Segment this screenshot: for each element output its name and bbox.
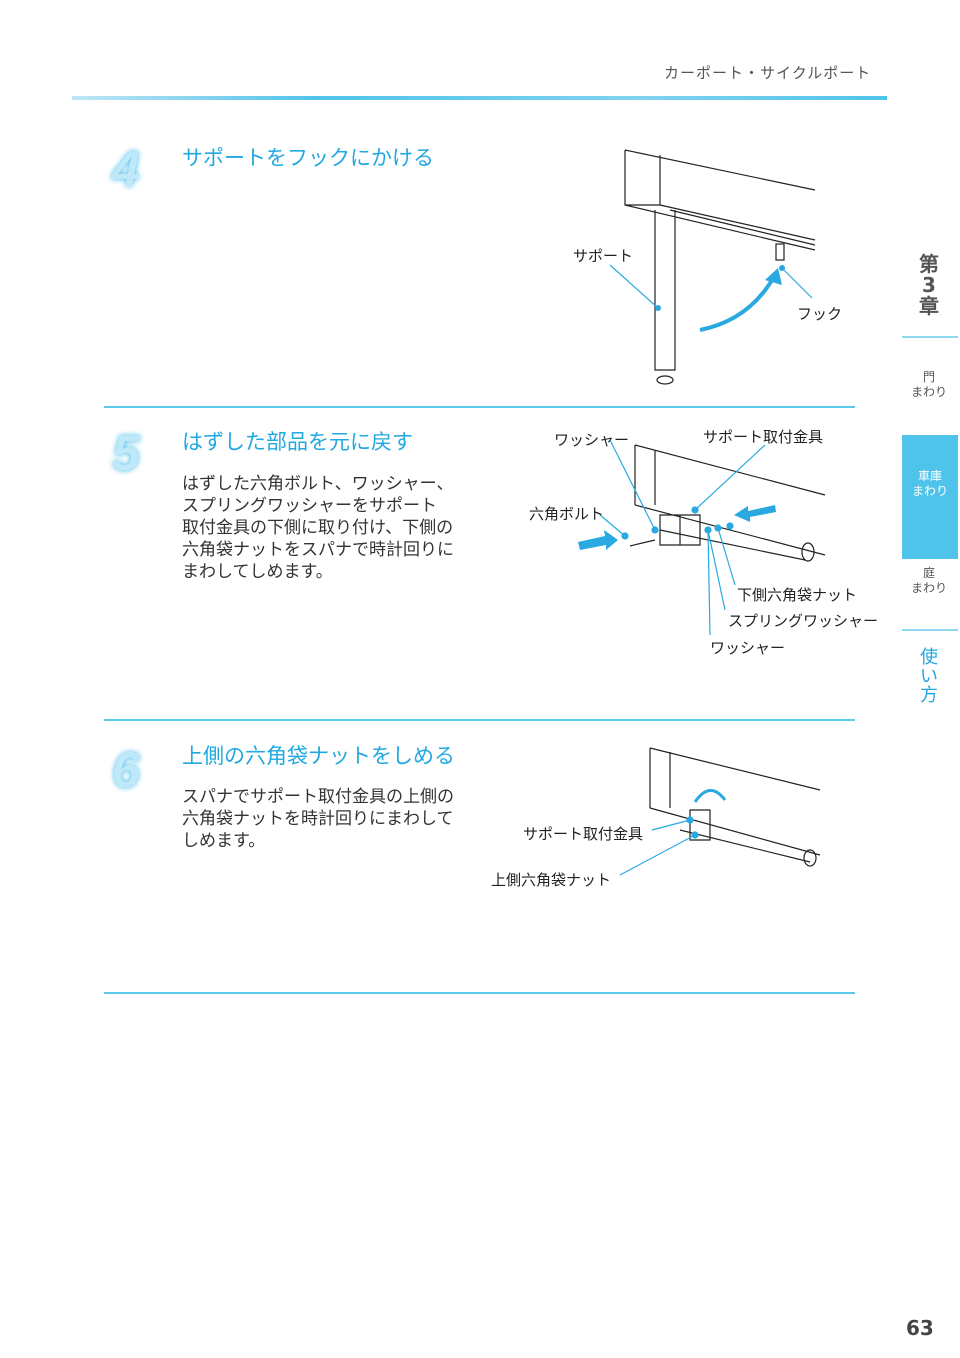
divider	[104, 406, 855, 408]
usage-char: い	[920, 666, 938, 687]
step-4-number: 4	[112, 141, 140, 197]
header-rule	[72, 96, 887, 100]
sidebar-item-usage[interactable]: 使 い 方	[900, 648, 958, 705]
label-upper-nut: 上側六角袋ナット	[491, 871, 612, 889]
text-line: はずした六角ボルト、ワッシャー、	[182, 474, 454, 494]
text-line: 六角袋ナットを時計回りにまわして	[182, 809, 454, 829]
page-number: 63	[906, 1316, 934, 1340]
step-5-number: 5	[112, 425, 140, 481]
label-hook: フック	[797, 305, 843, 323]
sidebar-divider	[902, 336, 958, 338]
divider	[104, 719, 855, 721]
text-line: スプリングワッシャーをサポート	[182, 496, 437, 516]
step-6-illustration	[620, 747, 821, 876]
tab-label: まわり	[910, 385, 947, 399]
sidebar-item-garden[interactable]: 庭まわり	[900, 566, 958, 596]
label-washer-bottom: ワッシャー	[710, 639, 786, 657]
usage-char: 使	[920, 647, 938, 668]
chapter-char: 第	[919, 252, 939, 276]
label-support: サポート	[573, 247, 634, 265]
step-5-title: はずした部品を元に戻す	[182, 430, 413, 454]
step-4-title: サポートをフックにかける	[182, 146, 434, 170]
section-header: カーポート・サイクルポート	[664, 64, 872, 82]
usage-char: 方	[920, 685, 938, 706]
text-line: スパナでサポート取付金具の上側の	[182, 787, 454, 807]
tab-label: 門	[922, 370, 935, 384]
label-lower-nut: 下側六角袋ナット	[737, 586, 858, 604]
text-line: しめます。	[182, 831, 266, 851]
step-6-number: 6	[112, 742, 140, 798]
text-line: まわしてしめます。	[182, 562, 333, 582]
sidebar-item-gate[interactable]: 門まわり	[900, 370, 958, 400]
step-6-title: 上側の六角袋ナットをしめる	[182, 744, 455, 768]
text-line: 取付金具の下側に取り付け、下側の	[182, 518, 454, 538]
step-6-text: スパナでサポート取付金具の上側の 六角袋ナットを時計回りにまわして しめます。	[182, 786, 454, 852]
tab-label: まわり	[910, 581, 947, 595]
tab-label: 庭	[922, 566, 935, 580]
step-5-illustration	[578, 439, 826, 636]
label-hex-bolt: 六角ボルト	[529, 505, 605, 523]
chapter-char: 章	[919, 294, 939, 318]
step-5-text: はずした六角ボルト、ワッシャー、 スプリングワッシャーをサポート 取付金具の下側…	[182, 473, 454, 583]
divider	[104, 992, 855, 994]
tab-label: 車庫	[917, 469, 942, 483]
label-spring-washer: スプリングワッシャー	[728, 612, 879, 630]
sidebar-item-garage[interactable]: 車庫まわり	[902, 435, 958, 559]
tab-label: まわり	[911, 484, 948, 498]
label-washer-top: ワッシャー	[554, 431, 630, 449]
label-bracket-6: サポート取付金具	[523, 825, 644, 843]
sidebar-divider	[902, 629, 958, 631]
chapter-char: 3	[922, 273, 936, 297]
chapter-label: 第 3 章	[900, 254, 958, 317]
step-4-illustration	[609, 149, 816, 385]
label-bracket: サポート取付金具	[703, 428, 824, 446]
text-line: 六角袋ナットをスパナで時計回りに	[182, 540, 454, 560]
